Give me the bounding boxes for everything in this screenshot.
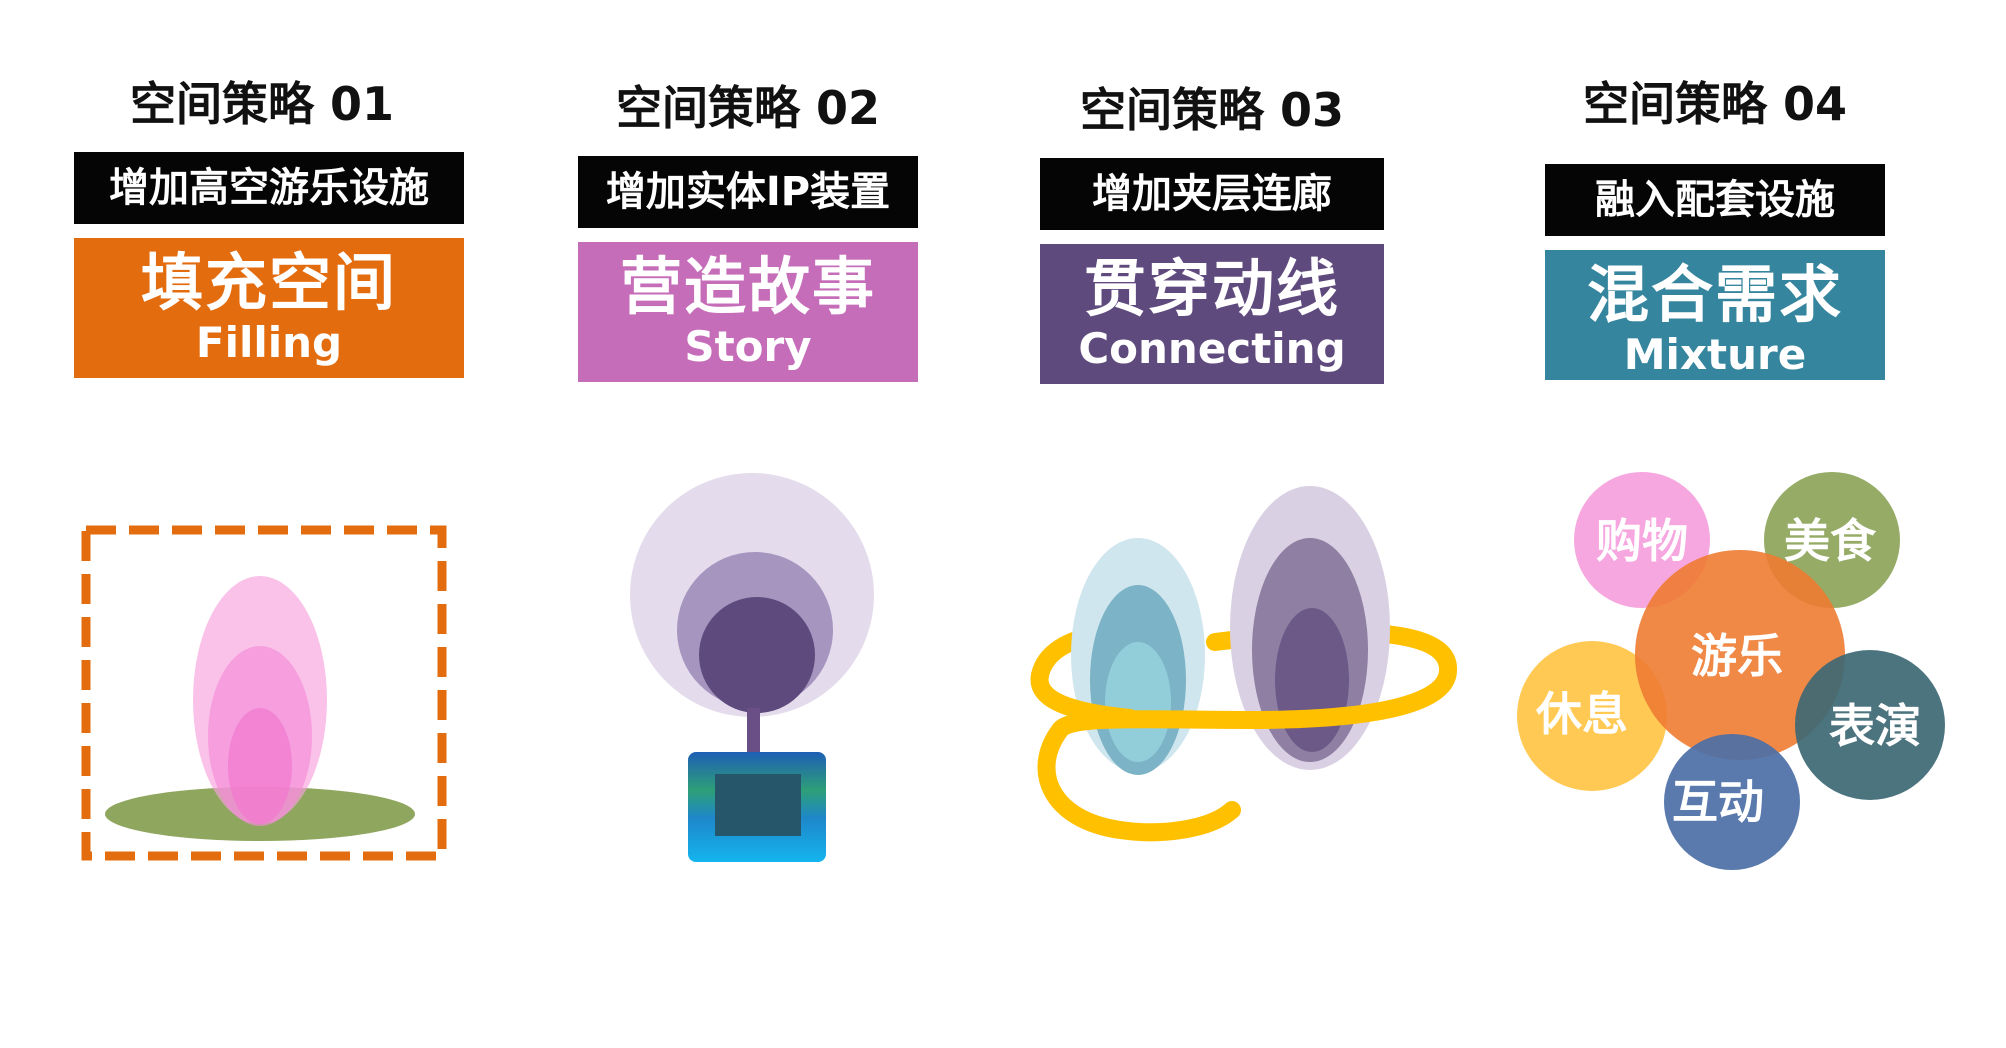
strategy-action-label: 增加高空游乐设施 — [74, 152, 464, 224]
strategy-title: 空间策略 02 — [615, 81, 881, 135]
strategy-name-cn: 填充空间 — [140, 246, 397, 319]
bubble-performance-label: 表演 — [1829, 699, 1921, 753]
mixture-illustration: 购物 美食 游乐 休息 表演 互动 — [1517, 472, 1945, 870]
strategy-name-cn: 混合需求 — [1586, 258, 1843, 331]
strategy-action-label: 融入配套设施 — [1545, 164, 1885, 236]
strategy-name-en: Filling — [195, 318, 343, 367]
connecting-illustration — [1030, 486, 1457, 842]
filling-illustration — [81, 525, 447, 861]
strategy-title: 空间策略 04 — [1582, 77, 1848, 131]
bubble-center-label: 游乐 — [1691, 629, 1783, 683]
corridor-ring-left-arc — [1030, 666, 1139, 727]
strategy-title: 空间策略 01 — [129, 77, 395, 131]
strategy-name-box: 混合需求 Mixture — [1545, 250, 1885, 380]
bubble-interaction — [1664, 734, 1800, 870]
corridor-ring-front — [1037, 661, 1457, 842]
strategy-name-box: 营造故事 Story — [578, 242, 918, 382]
strategy-title: 空间策略 03 — [1079, 83, 1345, 137]
strategy-name-cn: 贯穿动线 — [1083, 252, 1340, 325]
strategy-name-en: Story — [684, 322, 812, 371]
strategy-name-en: Mixture — [1623, 330, 1807, 379]
bubble-performance — [1795, 650, 1945, 800]
ip-core — [699, 597, 815, 713]
strategy-name-box: 填充空间 Filling — [74, 238, 464, 378]
bubble-interaction-label: 互动 — [1672, 775, 1764, 829]
strategy-action-label: 增加实体IP装置 — [578, 156, 918, 228]
node-left-inner — [1105, 642, 1171, 762]
ip-stem — [747, 708, 760, 758]
bubble-food-label: 美食 — [1784, 514, 1877, 568]
node-right-inner — [1275, 608, 1349, 752]
strategy-name-box: 贯穿动线 Connecting — [1040, 244, 1384, 384]
bubble-rest — [1517, 641, 1667, 791]
dashed-frame — [81, 525, 447, 861]
bubble-shopping-label: 购物 — [1596, 514, 1688, 568]
strategy-name-en: Connecting — [1078, 324, 1346, 373]
bubble-rest-label: 休息 — [1535, 687, 1628, 741]
strategy-action-label: 增加夹层连廊 — [1040, 158, 1384, 230]
story-illustration — [630, 473, 874, 862]
bubble-center — [1635, 550, 1845, 760]
strategy-name-cn: 营造故事 — [619, 250, 876, 323]
ip-device-screen — [715, 774, 801, 836]
flame-inner — [228, 708, 292, 824]
